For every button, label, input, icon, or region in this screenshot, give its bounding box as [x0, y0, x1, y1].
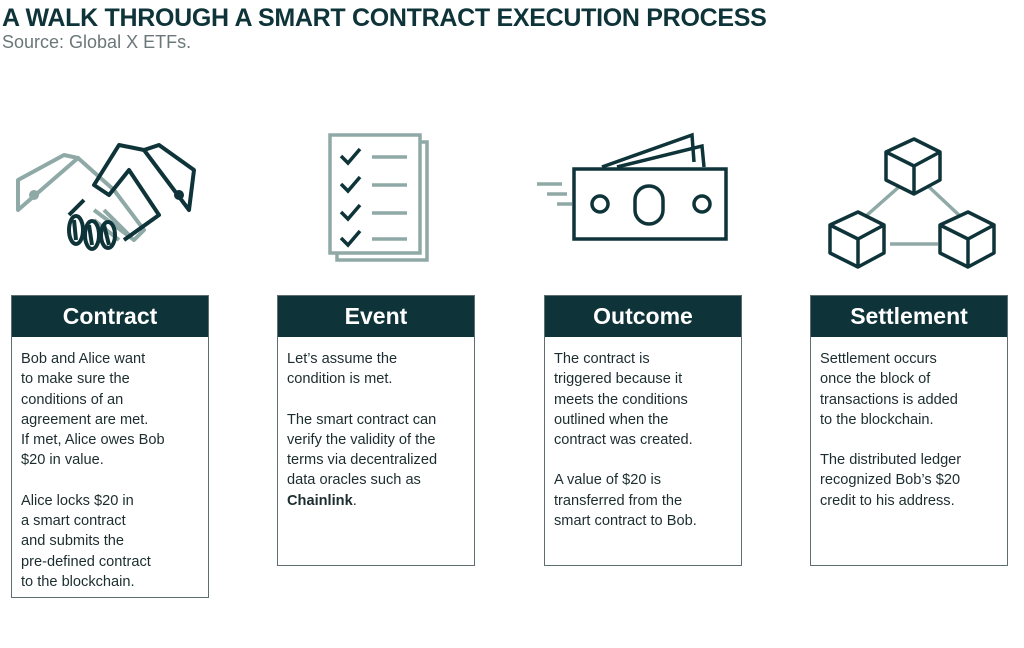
- text-line: pre-defined contract: [21, 553, 151, 570]
- step-title: Event: [278, 296, 474, 337]
- text-line: smart contract to Bob.: [554, 513, 697, 530]
- text-line: .: [352, 492, 357, 509]
- step-paragraph: The smart contract can verify the validit…: [287, 410, 465, 511]
- money-icon: [537, 132, 728, 241]
- step-title: Settlement: [811, 296, 1007, 337]
- text-line: contract was created.: [554, 432, 693, 449]
- text-line: If met, Alice owes Bob: [21, 432, 165, 449]
- text-line: to the blockchain.: [820, 411, 934, 428]
- text-line: transactions is added: [820, 391, 958, 408]
- text-line: terms via decentralized: [287, 452, 438, 469]
- text-line: credit to his address.: [820, 492, 955, 509]
- text-line: meets the conditions: [554, 391, 688, 408]
- step-paragraph: Bob and Alice want to make sure the condit…: [21, 349, 199, 471]
- text-line: to make sure the: [21, 371, 130, 388]
- text-line: and submits the: [21, 533, 125, 550]
- text-line: data oracles such as: [287, 472, 421, 489]
- text-line: Let’s assume the: [287, 351, 398, 367]
- text-line: conditions of an: [21, 391, 124, 408]
- blockchain-icon: [828, 137, 996, 269]
- page-title: A WALK THROUGH A SMART CONTRACT EXECUTIO…: [2, 4, 767, 32]
- text-line: $20 in value.: [21, 452, 104, 469]
- chainlink-text: Chainlink: [287, 492, 353, 509]
- text-line: The smart contract can: [287, 411, 437, 428]
- text-line: once the block of: [820, 371, 931, 388]
- step-paragraph: Settlement occurs once the block of transa…: [820, 349, 998, 430]
- text-line: The contract is: [554, 351, 650, 367]
- step-title: Outcome: [545, 296, 741, 337]
- source-note: Source: Global X ETFs.: [2, 32, 192, 52]
- checklist-icon: [328, 133, 429, 262]
- step-title: Contract: [12, 296, 208, 337]
- step-paragraph: Let’s assume the condition is met.: [287, 349, 465, 390]
- text-line: recognized Bob’s $20: [820, 472, 961, 489]
- text-line: triggered because it: [554, 371, 683, 388]
- text-line: condition is met.: [287, 371, 393, 388]
- text-line: verify the validity of the: [287, 431, 436, 448]
- step-card-contract: Contract Bob and Alice want to make sure …: [11, 295, 209, 598]
- step-paragraph: A value of $20 is transferred from the sma…: [554, 470, 732, 531]
- text-line: The distributed ledger: [820, 452, 962, 469]
- handshake-icon: [16, 143, 196, 251]
- step-card-outcome: Outcome The contract is triggered because…: [544, 295, 742, 566]
- text-line: a smart contract: [21, 513, 126, 530]
- text-line: transferred from the: [554, 492, 683, 509]
- step-paragraph: Alice locks $20 in a smart contract and su…: [21, 491, 199, 592]
- step-paragraph: The distributed ledger recognized Bob’s $…: [820, 450, 998, 511]
- text-line: Bob and Alice want: [21, 351, 146, 367]
- text-line: Alice locks $20 in: [21, 492, 134, 509]
- text-line: Settlement occurs: [820, 351, 937, 367]
- step-card-settlement: Settlement Settlement occurs once the blo…: [810, 295, 1008, 566]
- step-paragraph: The contract is triggered because it meets…: [554, 349, 732, 450]
- text-line: outlined when the: [554, 411, 669, 428]
- text-line: agreement are met.: [21, 411, 149, 428]
- text-line: to the blockchain.: [21, 573, 135, 590]
- text-line: A value of $20 is: [554, 472, 662, 489]
